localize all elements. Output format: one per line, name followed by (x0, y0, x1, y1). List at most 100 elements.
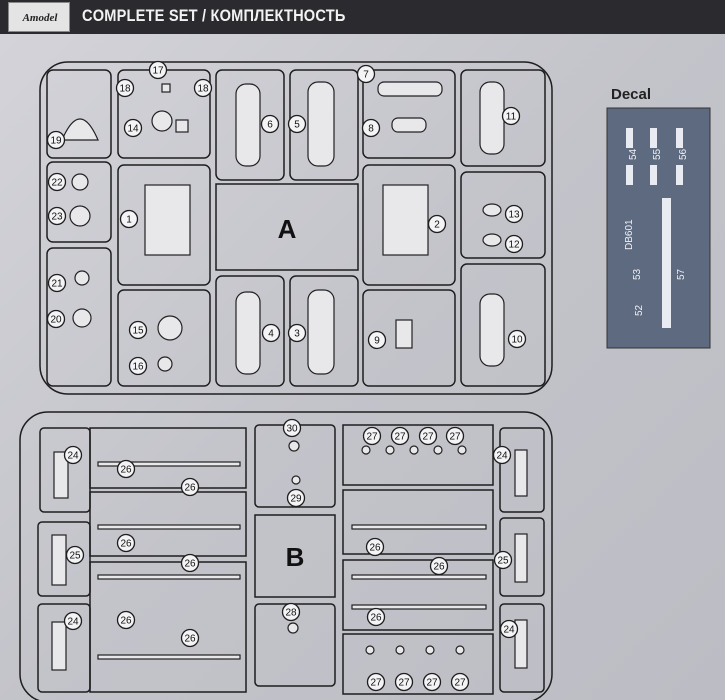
part-drawing (351, 524, 487, 530)
sprue-a-callout-circle (504, 204, 524, 224)
page-title: COMPLETE SET / КОМПЛЕКТНОСТЬ (82, 6, 346, 25)
sprue-b-part-number: 26 (369, 543, 381, 554)
sprue-a-callout-circle (47, 273, 67, 293)
sprue-a-part-number: 15 (132, 326, 144, 337)
sprue-b-part-number: 27 (422, 432, 434, 443)
sprue-a-cell (117, 164, 211, 286)
sprue-a-part-number: 9 (374, 336, 380, 347)
decal-number: 52 (634, 304, 645, 316)
sprue-b-frame (19, 411, 553, 700)
sprue-a-part-number: 8 (368, 124, 374, 135)
sprue-a-callout-circle (507, 329, 527, 349)
part-drawing (69, 205, 91, 227)
sprue-a-cell (362, 69, 456, 159)
sprue-a-callout-circle (47, 206, 67, 226)
sprue-a-part-number: 20 (50, 315, 62, 326)
sprue-a-callout-circle (46, 309, 66, 329)
sprue-a-cell (362, 289, 456, 387)
sprue-a-callout-circle (367, 330, 387, 350)
sprue-a-callout-circle (287, 114, 307, 134)
sprue-a-part-number: 21 (51, 279, 63, 290)
part-drawing (97, 654, 241, 660)
sprue-b-center-box (254, 514, 336, 598)
sprue-a-callout-circle (119, 209, 139, 229)
sprue-b-cell (89, 561, 247, 693)
sprue-a-part-number: 16 (132, 362, 144, 373)
sprue-b-callout-circle (499, 619, 519, 639)
part-drawing (51, 621, 67, 671)
decal-marking (626, 165, 633, 185)
sprue-b-callout-circle (63, 445, 83, 465)
sprue-b-part-number: 24 (503, 625, 515, 636)
sprue-b-part-number: 26 (120, 539, 132, 550)
sprue-b-part-number: 24 (67, 451, 79, 462)
part-drawing (157, 356, 173, 372)
decal-marking (662, 198, 671, 328)
amodel-logo: Amodel (8, 2, 70, 32)
part-drawing (482, 203, 502, 217)
sprue-a-cell (215, 69, 285, 181)
sprue-a-part-number: 4 (268, 329, 274, 340)
sprue-b-callout-circle (492, 445, 512, 465)
part-drawing (307, 289, 335, 375)
part-drawing (455, 645, 465, 655)
sprue-b-cell (499, 603, 545, 693)
sprue-a-part-number: 10 (511, 335, 523, 346)
part-drawing (287, 622, 299, 634)
decal-number: 53 (632, 268, 643, 280)
sprue-b-callout-circle (366, 672, 386, 692)
part-drawing (307, 81, 335, 167)
sprue-b-callout-circle (65, 545, 85, 565)
sprue-b-part-number: 26 (184, 634, 196, 645)
sprue-b-part-number: 26 (120, 465, 132, 476)
sprue-a-callout-circle (128, 356, 148, 376)
sprue-b-callout-circle (365, 537, 385, 557)
sprue-a-part-number: 19 (50, 136, 62, 147)
logo-text: Amodel (22, 12, 58, 24)
decal-number: 55 (652, 148, 663, 160)
decal-marking (676, 128, 683, 148)
sprue-b-part-number: 26 (370, 613, 382, 624)
sprue-b-callout-circle (116, 610, 136, 630)
part-drawing (157, 315, 183, 341)
sprue-b-part-number: 29 (290, 494, 302, 505)
part-drawing (161, 83, 171, 93)
sprue-a-callout-circle (193, 78, 213, 98)
part-drawing (351, 604, 487, 610)
sprue-a-frame (39, 61, 553, 395)
sprue-b-part-number: 26 (184, 559, 196, 570)
sprue-a-callout-circle (123, 118, 143, 138)
part-drawing (395, 319, 413, 349)
part-drawing (433, 445, 443, 455)
sprue-a-center-box (215, 183, 359, 271)
sprue-a-part-number: 7 (363, 70, 369, 81)
sprue-a-part-number: 11 (506, 112, 517, 123)
sprue-b-callout-circle (445, 426, 465, 446)
sprue-b-part-number: 28 (285, 608, 297, 619)
sprue-a-part-number: 3 (294, 329, 300, 340)
part-drawing (514, 449, 528, 497)
sprue-b-part-number: 27 (398, 678, 410, 689)
sprue-a-cell (117, 289, 211, 387)
part-drawing (288, 440, 300, 452)
sprue-b-part-number: 25 (497, 556, 509, 567)
part-drawing (482, 233, 502, 247)
sprue-b-callout-circle (116, 459, 136, 479)
part-drawing (457, 445, 467, 455)
part-drawing (97, 524, 241, 530)
sprue-a-callout-circle (260, 114, 280, 134)
sprue-b-callout-circle (282, 418, 302, 438)
sprue-b-cell (499, 427, 545, 513)
decal-marking (650, 128, 657, 148)
sprue-b-callout-circle (418, 426, 438, 446)
sprue-b-callout-circle (63, 611, 83, 631)
sprue-a-part-number: 14 (127, 124, 139, 135)
decal-number: DB601 (624, 219, 635, 250)
sprue-b-part-number: 24 (67, 617, 79, 628)
sprue-b-callout-circle (180, 477, 200, 497)
sprue-b-part-number: 27 (366, 432, 378, 443)
part-drawing (53, 451, 69, 499)
part-drawing (377, 81, 443, 97)
